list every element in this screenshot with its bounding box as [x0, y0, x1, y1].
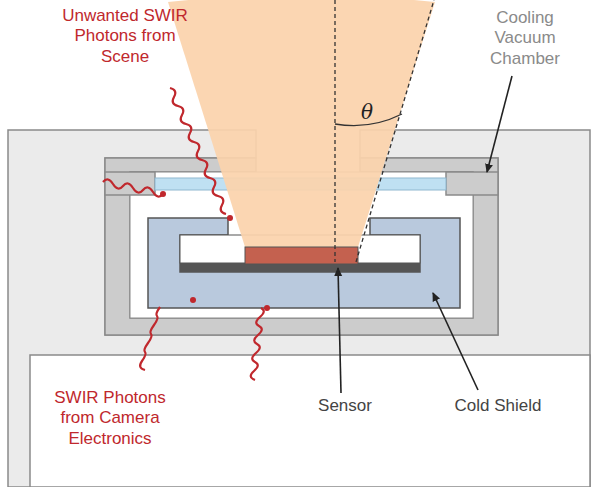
- photon-dots: [160, 191, 270, 311]
- cone-edge: [356, 0, 434, 262]
- part-label: Cooling Vacuum Chamber: [470, 8, 580, 69]
- photons: [103, 88, 264, 380]
- light-cone: [168, 0, 435, 247]
- electronics-box: [30, 355, 590, 487]
- leaders: [338, 76, 512, 393]
- optical-axis: [334, 0, 335, 262]
- angle-symbol: θ: [356, 100, 378, 124]
- photon-label: Unwanted SWIR Photons from Scene: [50, 6, 200, 67]
- part-label: Cold Shield: [428, 396, 568, 416]
- photon-label: SWIR Photons from Camera Electronics: [40, 388, 180, 449]
- sensor: [245, 247, 358, 264]
- part-label: Sensor: [300, 396, 390, 416]
- window-holder: [446, 172, 498, 195]
